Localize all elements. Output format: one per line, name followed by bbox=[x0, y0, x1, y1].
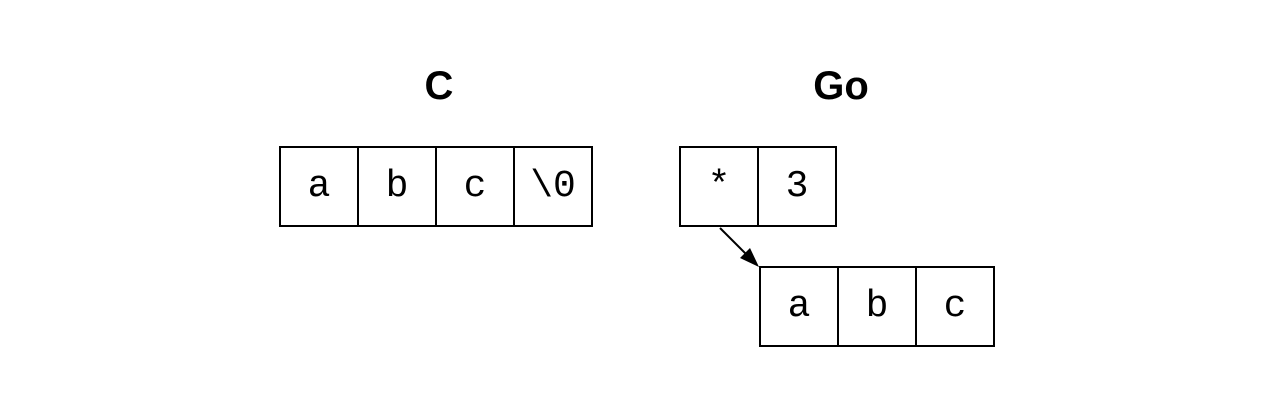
pointer-arrow-head bbox=[740, 248, 759, 267]
c-cell-c: c bbox=[435, 146, 515, 227]
c-string-array: a b c \0 bbox=[279, 146, 593, 227]
pointer-arrow-line bbox=[719, 227, 749, 257]
c-cell-a: a bbox=[279, 146, 359, 227]
go-pointer-cell: * bbox=[679, 146, 759, 227]
go-title: Go bbox=[813, 64, 869, 108]
c-cell-null-terminator: \0 bbox=[513, 146, 593, 227]
c-cell-b: b bbox=[357, 146, 437, 227]
go-byte-array: a b c bbox=[759, 266, 995, 347]
go-cell-b: b bbox=[837, 266, 917, 347]
go-string-header: * 3 bbox=[679, 146, 837, 227]
go-cell-c: c bbox=[915, 266, 995, 347]
go-length-cell: 3 bbox=[757, 146, 837, 227]
go-cell-a: a bbox=[759, 266, 839, 347]
c-title: C bbox=[424, 64, 454, 108]
